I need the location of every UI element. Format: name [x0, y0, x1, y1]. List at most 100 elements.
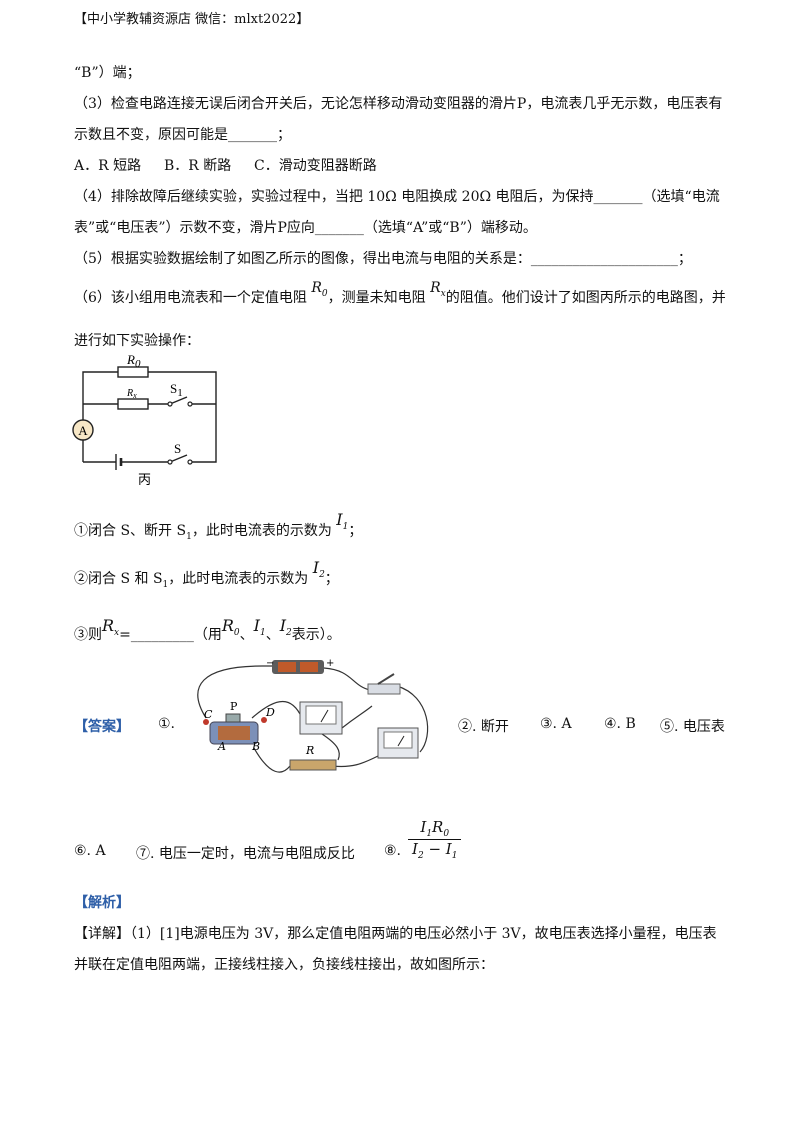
answer-2: ②. 断开: [458, 719, 509, 735]
step-2: ②闭合 S 和 S1，此时电流表的示数为 I2；: [74, 558, 339, 590]
fraction-symbol: I: [445, 840, 452, 858]
wire: [323, 667, 371, 691]
option-c: C．滑动变阻器断路: [254, 158, 377, 174]
symbol-i1: I1: [336, 510, 348, 532]
text-line-6: 表”或“电压表”）示数不变，滑片P应向_______（选填“A”或“B”）端移动…: [74, 220, 537, 236]
text-line-8: （6）该小组用电流表和一个定值电阻 R0，测量未知电阻 Rx的阻值。他们设计了如…: [74, 280, 726, 309]
apparatus-illustration: − + C D P A B R: [197, 658, 429, 773]
switch-base: [367, 683, 401, 695]
symbol-i: I: [279, 616, 287, 635]
battery-cell: [278, 662, 296, 672]
symbol-r0: R0: [221, 616, 240, 639]
slider-p-label: P: [230, 700, 238, 713]
step-1-sub: 1: [186, 531, 192, 542]
step-3-part-a: ③则: [74, 627, 102, 643]
terminal-c: [203, 719, 209, 725]
text-line-8-part-b: ，测量未知电阻: [327, 290, 426, 306]
symbol-sub: 0: [233, 628, 240, 639]
terminal-c-label: C: [204, 708, 213, 721]
fraction-symbol: R: [432, 818, 444, 836]
text-line-9: 进行如下实验操作：: [74, 333, 200, 349]
fraction-symbol: I: [420, 818, 427, 836]
s1-sub: 1: [177, 387, 183, 399]
option-a: A．R 短路: [74, 158, 142, 174]
answer-6: ⑥. A: [74, 843, 106, 859]
text-line-8-part-a: （6）该小组用电流表和一个定值电阻: [74, 290, 307, 306]
s1-label: S1: [170, 381, 183, 399]
symbol-r: R: [221, 616, 234, 635]
symbol-i1: I1: [253, 616, 266, 639]
symbol-sub: 1: [259, 628, 266, 639]
switch-blade: [377, 673, 395, 685]
wire: [331, 755, 379, 768]
ammeter-needle: [397, 735, 405, 747]
text-line-7: （5）根据实验数据绘制了如图乙所示的图像，得出电流与电阻的关系是：_______…: [74, 251, 692, 267]
ammeter-label: A: [78, 423, 88, 438]
terminal-d: [261, 717, 267, 723]
step-2-part-b: ，此时电流表的示数为: [168, 571, 309, 587]
analysis-label: 【解析】: [74, 895, 130, 911]
fraction-denominator: I2 − I1: [408, 840, 461, 861]
fraction-sub: 0: [443, 829, 450, 839]
detail-text: （1）[1]电源电压为 3V，那么定值电阻两端的电压必然小于 3V，故电压表选择…: [130, 926, 717, 942]
fraction-minus: −: [423, 840, 446, 858]
symbol-sub: x: [114, 628, 120, 639]
fraction-numerator: I1R0: [408, 818, 462, 840]
fraction-sub: 2: [417, 851, 424, 861]
text-line-1: “B”）端；: [74, 65, 141, 81]
wire: [341, 705, 373, 729]
symbol-r0: R0: [311, 280, 327, 299]
detail-line-1: 【详解】（1）[1]电源电压为 3V，那么定值电阻两端的电压必然小于 3V，故电…: [74, 923, 717, 943]
fixed-resistor: [289, 759, 337, 771]
circuit-caption: 丙: [138, 472, 151, 487]
symbol-sub: 2: [286, 628, 292, 639]
ammeter-symbol: [72, 419, 94, 441]
step-1-part-b: ，此时电流表的示数为: [191, 523, 332, 539]
step-3-part-c: 、: [239, 627, 254, 643]
step-3-part-b: =_________（用: [119, 627, 222, 643]
symbol-i2: I2: [279, 616, 292, 639]
rx-label: Rx: [126, 388, 137, 400]
answer-1: ①.: [158, 716, 176, 732]
step-3-part-d: 、: [265, 627, 280, 643]
terminal-b-label: B: [251, 740, 260, 753]
symbol-r: R: [102, 616, 115, 635]
fraction-sub: 1: [426, 829, 433, 839]
symbol-sub: x: [440, 288, 446, 299]
answer-5: ⑤. 电压表: [660, 719, 725, 735]
answer-3: ③. A: [540, 716, 572, 732]
wire: [251, 701, 303, 719]
rx-letter: R: [126, 388, 133, 399]
answer-8-fraction: I1R0 I2 − I1: [408, 818, 462, 861]
text-line-5: （4）排除故障后继续实验，实验过程中，当把 10Ω 电阻换成 20Ω 电阻后，为…: [74, 189, 720, 205]
rx-sub: x: [132, 391, 137, 400]
wire: [396, 685, 429, 753]
step-3: ③则Rx=_________（用R0、I1、I2表示）。: [74, 616, 341, 646]
step-3-part-e: 表示）。: [291, 627, 341, 643]
answer-4: ④. B: [604, 716, 636, 732]
resistor-r-label: R: [305, 744, 314, 757]
symbol-i: I: [336, 510, 343, 529]
rheostat-coil: [218, 726, 250, 740]
detail-label: 【详解】: [74, 926, 130, 942]
symbol-sub: 2: [319, 570, 325, 581]
answer-7: ⑦. 电压一定时，电流与电阻成反比: [136, 846, 355, 862]
battery-minus: −: [266, 658, 274, 669]
text-line-8-part-c: 的阻值。他们设计了如图丙所示的电路图，并: [445, 290, 726, 306]
symbol-r: R: [430, 280, 441, 296]
wire: [253, 747, 291, 773]
ammeter-dial: [383, 731, 413, 749]
text-line-2: （3）检查电路连接无误后闭合开关后，无论怎样移动滑动变阻器的滑片P，电流表几乎无…: [74, 96, 723, 112]
symbol-r: R: [311, 280, 322, 296]
step-2-part-a: ②闭合 S 和 S: [74, 571, 163, 587]
wire: [321, 733, 340, 761]
symbol-i: I: [253, 616, 260, 635]
s1-letter: S: [170, 381, 177, 396]
r0-sub: 0: [135, 358, 141, 370]
r0-letter: R: [126, 352, 135, 367]
step-2-sub: 1: [162, 579, 169, 590]
step-2-part-c: ；: [324, 571, 339, 587]
rheostat-slider: [225, 713, 241, 723]
step-1: ①闭合 S、断开 S1，此时电流表的示数为 I1；: [74, 510, 362, 542]
fraction-sub: 1: [451, 851, 458, 861]
